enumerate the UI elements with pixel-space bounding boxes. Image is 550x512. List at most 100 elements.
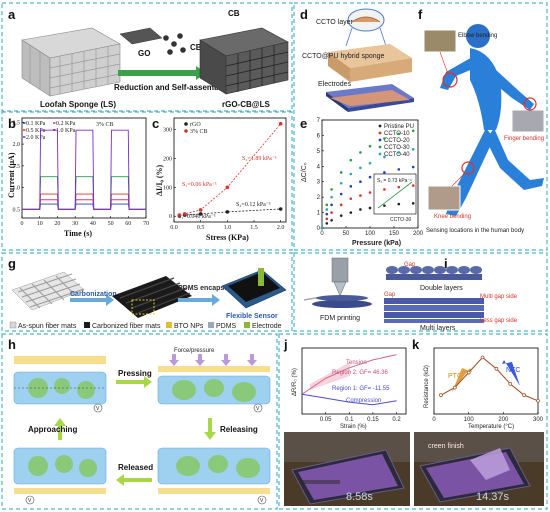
chart-e-xlabel: Pressure (kPa) [352, 240, 401, 247]
force-pressure-label: Force/pressure [174, 348, 215, 354]
as-spun-mat-illustration [11, 271, 85, 311]
chart-e-legend-0: Pristine PU [384, 124, 414, 130]
panel-h-frame [1, 333, 278, 510]
chart-j-annotation-1: Region 2: GF= 46.36 [332, 370, 389, 376]
step-releasing-label: Releasing [220, 425, 258, 434]
chart-j-xlabel: Strain (%) [340, 424, 367, 430]
chart-e-inset-label: CCTO-30 [390, 217, 412, 223]
chart-j-series-line-1 [301, 393, 397, 406]
chart-b-xtick-label-0: 0 [21, 221, 24, 227]
chart-c-xtick-label-0: 0.0 [170, 225, 178, 231]
pdms-label: PDMS encapsulation [178, 285, 247, 292]
chart-b-legend: 0.1 KPa 0.2 KPa 0.5 KPa 1.0 KPa 2.0 KPa [23, 121, 76, 141]
meter-v-2: V [256, 406, 260, 412]
pressing-state-top-left [13, 356, 107, 413]
chart-e-ytick-label-4: 4 [317, 164, 321, 170]
panel-i-frame [293, 252, 548, 332]
gap-label-top: Gap [404, 262, 416, 268]
chart-e-xtick-label-1: 50 [343, 231, 350, 237]
carbonized-mat-illustration [112, 276, 192, 318]
chart-e-point-4-3 [339, 181, 343, 185]
chart-b-series-line-1 [22, 199, 146, 210]
chart-c-plot-area [173, 117, 287, 223]
chart-c-point-1-2 [198, 208, 203, 212]
panel-letter-h: h [8, 337, 16, 352]
chart-e-point-2-3 [339, 192, 343, 196]
chart-k: PTC NTC Resistance (kΩ) Temperature (°C)… [424, 347, 544, 430]
chart-e-xtick-label-4: 200 [413, 231, 424, 237]
chart-b-xtick-label-4: 40 [90, 221, 96, 227]
multi-layer-illustration [384, 298, 484, 323]
chart-e-inset [373, 173, 417, 215]
releasing-state-bottom-right [157, 447, 271, 505]
chart-b-series-line-4 [22, 129, 146, 210]
chart-e-point-2-1 [325, 212, 329, 216]
panel-letter-g: g [8, 256, 16, 271]
chart-c-ytick-label-0: 0 [169, 214, 172, 220]
chart-j: Tension Region 2: GF= 46.36 Region 1: GF… [292, 347, 407, 430]
chart-k-point-0-7 [536, 398, 540, 403]
chart-e-series [320, 129, 415, 230]
chart-c-annotation-0: S₁=0.06 kPa⁻¹ [182, 182, 217, 188]
meter-v-4: V [260, 498, 264, 504]
flexible-sensor-label: Flexible Sensor [226, 313, 278, 320]
chart-k-ylabel: Resistance (kΩ) [424, 365, 430, 408]
chart-e-point-3-9 [411, 129, 415, 133]
chart-c-xtick-label-2: 1.0 [224, 225, 232, 231]
chart-e-point-1-3 [339, 203, 343, 207]
step-pressing-label: Pressing [118, 369, 152, 378]
chart-e-point-2-5 [359, 180, 362, 184]
chart-c-xtick-label-3: 1.5 [250, 225, 258, 231]
chart-e-xtick-label-3: 150 [389, 231, 400, 237]
chart-j-annotation-3: Compression [346, 398, 381, 404]
chart-e-point-3-8 [397, 132, 401, 136]
chart-b-xtick-label-7: 70 [143, 221, 149, 227]
chart-e-ytick-label-5: 5 [317, 149, 321, 155]
chart-j-xtick-label-2: 0.15 [367, 417, 379, 423]
cb-label: CB [190, 43, 202, 52]
chart-b-xtick-label-6: 60 [125, 221, 131, 227]
chart-k-point-0-0 [439, 393, 443, 397]
pdms-arrow [178, 294, 220, 306]
chart-e-xtick-label-2: 100 [365, 231, 376, 237]
chart-e-ytick-label-6: 6 [317, 133, 321, 139]
chart-e-point-1-5 [359, 194, 362, 197]
chart-e-ytick-label-0: 0 [317, 226, 321, 232]
chart-e-point-1-4 [349, 197, 353, 200]
chart-c-ytick-label-2: 200 [163, 156, 172, 162]
chart-e-inset-annotation: S₁ = 0.73 kPa⁻¹ [377, 178, 412, 184]
panel-letter-j: j [283, 337, 288, 352]
chart-c-annotation-3: S₁=0.046 kPa⁻¹ [178, 214, 216, 220]
chart-b: 3% CB 0.1 KPa 0.2 KPa 0.5 KPa 1.0 KPa 2.… [7, 117, 149, 238]
process-arrow [118, 66, 206, 80]
chart-k-point-0-6 [522, 393, 526, 397]
meter-v-3: V [28, 498, 32, 504]
ccto-sponge-illustration [326, 8, 414, 112]
releasing-arrow [204, 418, 216, 440]
chart-e-ytick-label-2: 2 [317, 195, 321, 201]
chart-j-xtick-label-1: 0.1 [345, 417, 354, 423]
panel-bc-frame [1, 111, 293, 251]
chart-e-legend-marker-4 [378, 152, 382, 156]
panel-letter-d: d [300, 7, 308, 22]
pressing-arrow [116, 376, 152, 388]
double-layers-label: Double layers [420, 285, 463, 292]
chart-k-annotation-ptc: PTC [448, 373, 462, 380]
chart-e-point-4-1 [325, 208, 329, 211]
photo-m-overlay: creen finish [428, 443, 464, 450]
legend-swatch-pdms [208, 322, 214, 328]
chart-b-legend-4: 2.0 KPa [26, 135, 46, 141]
multi-gap-side-label: Multi gap side [480, 294, 518, 300]
callout-elbow: Elbow bending [458, 33, 497, 39]
callout-knee: Knee bending [434, 214, 471, 220]
chart-k-xtick-label-2: 200 [498, 417, 509, 423]
chart-c-legend: rGO 3% CB [184, 122, 208, 135]
rgo-cb-sponge-illustration [199, 27, 289, 95]
legend-bto: BTO NPs [174, 323, 204, 330]
ntc-arrow [502, 360, 520, 386]
chart-e-point-4-4 [349, 172, 353, 176]
step-approaching-label: Approaching [28, 425, 77, 434]
chart-e-point-0-7 [383, 204, 386, 207]
